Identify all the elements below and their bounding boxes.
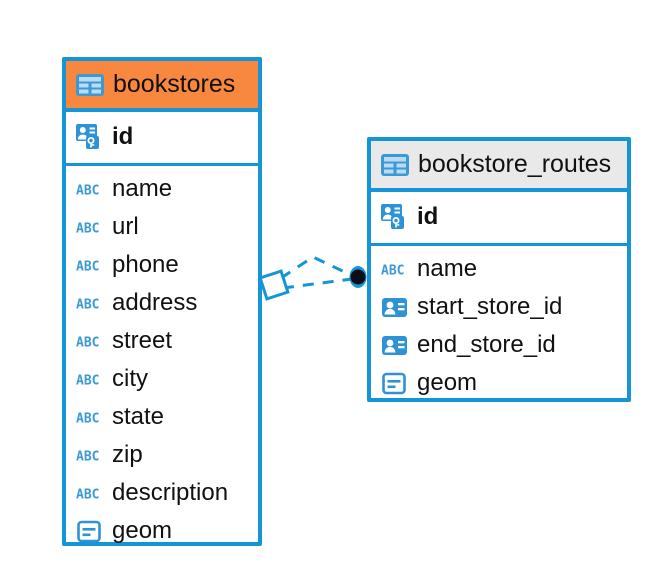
geometry-icon — [382, 372, 406, 394]
abc-text-icon: ABC — [76, 183, 99, 197]
field-label-url: url — [112, 213, 139, 240]
field-row-id[interactable]: id — [76, 118, 258, 156]
svg-text:ABC: ABC — [76, 221, 99, 235]
table-icon — [381, 153, 409, 176]
abc-text-icon: ABC — [76, 259, 99, 273]
relationship-line-upper — [280, 255, 354, 280]
field-label-zip: zip — [112, 441, 143, 468]
foreign-key-icon — [382, 335, 407, 355]
field-row-url[interactable]: ABC url — [76, 208, 258, 246]
abc-text-icon: ABC — [381, 263, 404, 277]
abc-text-icon: ABC — [76, 221, 99, 235]
field-label-name: name — [112, 175, 173, 202]
field-label-phone: phone — [112, 251, 179, 278]
field-row-geom[interactable]: geom — [381, 364, 627, 402]
entity-bookstore-routes[interactable]: bookstore_routes id — [367, 137, 631, 402]
field-row-start-store-id[interactable]: start_store_id — [381, 288, 627, 326]
svg-text:ABC: ABC — [76, 487, 99, 501]
entity-title-bookstore-routes: bookstore_routes — [418, 150, 612, 178]
geometry-icon — [77, 520, 101, 542]
svg-text:ABC: ABC — [76, 259, 99, 273]
svg-text:ABC: ABC — [76, 449, 99, 463]
abc-text-icon: ABC — [76, 297, 99, 311]
primary-key-block-bookstore-routes: id — [371, 192, 627, 246]
field-label-city: city — [112, 365, 148, 392]
entity-bookstores[interactable]: bookstores id — [62, 57, 262, 546]
svg-text:ABC: ABC — [76, 183, 99, 197]
relationship-target-circle-marker[interactable] — [349, 266, 367, 288]
field-label-start-store-id: start_store_id — [417, 293, 563, 320]
field-row-description[interactable]: ABC description — [76, 474, 258, 512]
relationship-source-diamond-marker[interactable] — [258, 269, 290, 301]
svg-text:ABC: ABC — [76, 373, 99, 387]
field-label-geom: geom — [417, 369, 478, 396]
field-label-state: state — [112, 403, 165, 430]
primary-key-block-bookstores: id — [66, 112, 258, 166]
field-label-id: id — [112, 123, 134, 150]
abc-text-icon: ABC — [76, 411, 99, 425]
field-label-geom: geom — [112, 517, 173, 544]
entity-title-bookstores: bookstores — [113, 70, 236, 98]
field-row-address[interactable]: ABC address — [76, 284, 258, 322]
primary-key-icon — [76, 123, 99, 149]
entity-header-bookstore-routes[interactable]: bookstore_routes — [371, 141, 627, 192]
field-label-id: id — [417, 203, 439, 230]
field-row-phone[interactable]: ABC phone — [76, 246, 258, 284]
svg-text:ABC: ABC — [76, 411, 99, 425]
field-label-street: street — [112, 327, 173, 354]
svg-text:ABC: ABC — [76, 335, 99, 349]
abc-text-icon: ABC — [76, 335, 99, 349]
field-label-end-store-id: end_store_id — [417, 331, 556, 358]
field-list-bookstore-routes: ABC name start_store_id — [371, 246, 627, 406]
field-row-id[interactable]: id — [381, 198, 627, 236]
table-icon — [76, 73, 104, 96]
relationship-line-lower — [282, 277, 353, 290]
field-row-name[interactable]: ABC name — [76, 170, 258, 208]
field-row-end-store-id[interactable]: end_store_id — [381, 326, 627, 364]
field-row-city[interactable]: ABC city — [76, 360, 258, 398]
foreign-key-icon — [382, 297, 407, 317]
primary-key-icon — [381, 203, 404, 229]
abc-text-icon: ABC — [76, 487, 99, 501]
svg-text:ABC: ABC — [381, 263, 404, 277]
entity-header-bookstores[interactable]: bookstores — [66, 61, 258, 112]
field-list-bookstores: ABC name ABC url ABC phone ABC — [66, 166, 258, 554]
field-label-description: description — [112, 479, 229, 506]
abc-text-icon: ABC — [76, 449, 99, 463]
field-label-address: address — [112, 289, 198, 316]
field-row-geom[interactable]: geom — [76, 512, 258, 550]
field-row-name[interactable]: ABC name — [381, 250, 627, 288]
field-row-state[interactable]: ABC state — [76, 398, 258, 436]
svg-text:ABC: ABC — [76, 297, 99, 311]
field-label-name: name — [417, 255, 478, 282]
field-row-zip[interactable]: ABC zip — [76, 436, 258, 474]
abc-text-icon: ABC — [76, 373, 99, 387]
field-row-street[interactable]: ABC street — [76, 322, 258, 360]
